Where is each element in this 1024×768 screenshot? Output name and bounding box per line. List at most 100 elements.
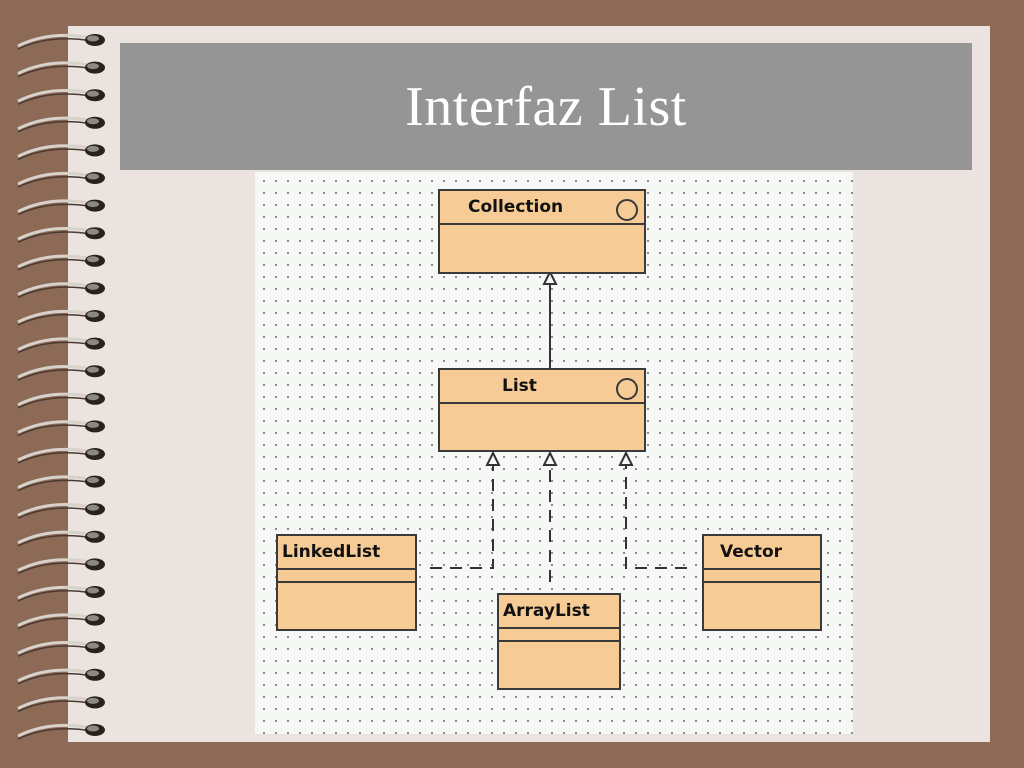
binding-hole-highlight	[87, 118, 99, 125]
extends-arrowhead	[542, 269, 558, 285]
spiral-ring-shadow	[17, 65, 93, 78]
implements-arrowhead-vector	[618, 450, 634, 466]
binding-hole-highlight	[87, 256, 99, 263]
spiral-ring-shadow	[17, 507, 93, 519]
binding-hole-highlight	[87, 449, 99, 456]
spiral-ring-shadow	[17, 479, 93, 492]
class-collection: Collection	[438, 189, 646, 274]
binding-hole-highlight	[87, 615, 99, 622]
spiral-ring	[17, 116, 93, 131]
binding-hole-highlight	[87, 504, 99, 511]
uml-diagram: Collection List LinkedList ArrayList Vec…	[255, 172, 853, 734]
class-linkedlist-name: LinkedList	[278, 536, 415, 570]
binding-hole-highlight	[87, 421, 99, 428]
implements-arrowhead-arraylist	[542, 450, 558, 466]
spiral-ring-shadow	[17, 728, 93, 740]
binding-hole-highlight	[87, 532, 99, 539]
spiral-ring-shadow	[17, 369, 93, 381]
binding-hole-highlight	[87, 642, 99, 649]
spiral-ring	[17, 558, 93, 572]
class-vector: Vector	[702, 534, 822, 631]
binding-hole-highlight	[87, 559, 99, 566]
connectors	[430, 269, 687, 582]
binding-hole-highlight	[87, 201, 99, 208]
spiral-ring	[17, 475, 93, 489]
binding-hole-highlight	[87, 670, 99, 677]
spiral-ring	[17, 309, 93, 324]
title-bar: Interfaz List	[120, 43, 972, 170]
spiral-ring-shadow	[17, 231, 93, 243]
spiral-ring-shadow	[17, 341, 93, 354]
spiral-ring	[17, 337, 93, 351]
spiral-ring	[17, 171, 93, 186]
binding-hole-highlight	[87, 145, 99, 152]
binding-hole-highlight	[87, 587, 99, 594]
spiral-ring-shadow	[17, 120, 93, 133]
spiral-ring-shadow	[17, 396, 93, 409]
spiral-ring-shadow	[17, 534, 93, 547]
spiral-ring-shadow	[17, 314, 93, 326]
binding-hole-highlight	[87, 311, 99, 318]
interface-icon	[616, 378, 638, 400]
binding-hole-highlight	[87, 173, 99, 180]
spiral-ring	[17, 503, 93, 517]
spiral-ring	[17, 585, 93, 600]
spiral-ring-shadow	[17, 562, 93, 575]
class-list-name: List	[440, 370, 644, 404]
spiral-ring	[17, 199, 93, 213]
spiral-ring	[17, 696, 93, 710]
binding-hole-highlight	[87, 228, 99, 235]
implements-line-vector	[625, 464, 687, 569]
spiral-ring-shadow	[17, 148, 93, 161]
binding-hole-highlight	[87, 283, 99, 290]
class-attributes-compartment	[499, 629, 619, 642]
spiral-ring-shadow	[17, 176, 93, 188]
spiral-ring-shadow	[17, 258, 93, 271]
spiral-ring-shadow	[17, 617, 93, 630]
spiral-ring	[17, 227, 93, 241]
spiral-ring	[17, 668, 93, 683]
spiral-ring	[17, 447, 93, 462]
binding-hole-highlight	[87, 697, 99, 704]
spiral-ring	[17, 144, 93, 158]
spiral-ring	[17, 641, 93, 655]
binding-hole-highlight	[87, 90, 99, 97]
spiral-ring-shadow	[17, 38, 93, 50]
implements-arrowhead-linkedlist	[485, 450, 501, 466]
class-attributes-compartment	[704, 570, 820, 583]
spiral-ring-shadow	[17, 424, 93, 437]
spiral-ring	[17, 420, 93, 434]
notebook-spiral	[17, 33, 105, 740]
spiral-ring	[17, 33, 93, 48]
slide-title: Interfaz List	[405, 75, 687, 138]
spiral-ring	[17, 723, 93, 738]
spiral-ring	[17, 613, 93, 627]
spiral-ring-shadow	[17, 452, 93, 464]
binding-hole-highlight	[87, 366, 99, 373]
spiral-ring-shadow	[17, 93, 93, 105]
class-arraylist-name: ArrayList	[499, 595, 619, 629]
spiral-ring	[17, 282, 93, 296]
class-linkedlist: LinkedList	[276, 534, 417, 631]
spiral-ring	[17, 89, 93, 103]
spiral-ring	[17, 61, 93, 75]
spiral-ring	[17, 365, 93, 379]
spiral-ring-shadow	[17, 286, 93, 299]
binding-hole-highlight	[87, 477, 99, 484]
binding-hole-highlight	[87, 725, 99, 732]
class-arraylist: ArrayList	[497, 593, 621, 690]
spiral-ring	[17, 254, 93, 269]
implements-line-linkedlist	[430, 464, 494, 569]
spiral-ring	[17, 530, 93, 545]
interface-icon	[616, 199, 638, 221]
class-attributes-compartment	[278, 570, 415, 583]
spiral-ring-shadow	[17, 645, 93, 657]
spiral-ring	[17, 392, 93, 407]
class-list: List	[438, 368, 646, 452]
class-vector-name: Vector	[704, 536, 820, 570]
binding-hole-highlight	[87, 394, 99, 401]
binding-hole-highlight	[87, 63, 99, 70]
binding-hole-highlight	[87, 339, 99, 346]
spiral-ring-shadow	[17, 203, 93, 216]
spiral-ring-shadow	[17, 590, 93, 602]
